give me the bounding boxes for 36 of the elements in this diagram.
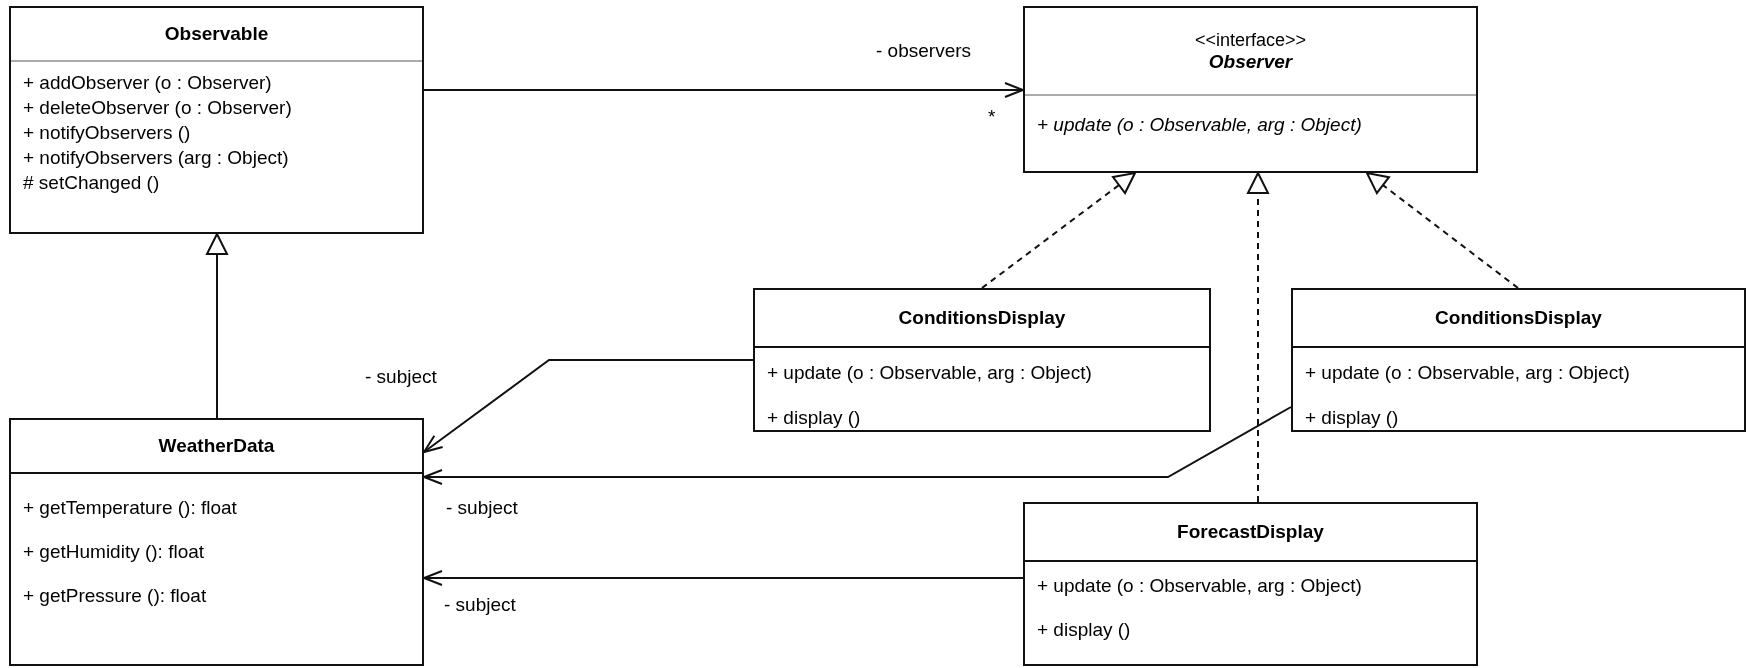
arrow (423, 359, 754, 453)
arrow (206, 233, 228, 419)
class-box (753, 288, 1211, 432)
realization-arrow (1247, 172, 1269, 503)
method-text: + getPressure (): float (23, 584, 208, 608)
arrow (423, 570, 1024, 586)
method-text: + update (o : Observable, arg : Object) (1305, 361, 1631, 385)
method-text: # setChanged () (23, 171, 161, 195)
method-text: + getTemperature (): float (23, 496, 238, 520)
class-name: Observable (164, 23, 269, 45)
method-text: + addObserver (o : Observer) (23, 71, 273, 95)
method-text: + notifyObservers () (23, 121, 192, 145)
arrow (423, 82, 1024, 98)
class-name: WeatherData (158, 435, 275, 457)
realization-arrow (981, 172, 1136, 289)
class-box (9, 418, 424, 666)
method-text: + update (o : Observable, arg : Object) (1037, 113, 1363, 137)
method-text: + update (o : Observable, arg : Object) (1037, 574, 1363, 598)
stereotype-text: <<interface>> (1194, 29, 1307, 51)
class-box (9, 6, 424, 234)
class-name: Observer (1208, 50, 1293, 73)
method-text: + notifyObservers (arg : Object) (23, 146, 290, 170)
class-name: ConditionsDisplay (1435, 307, 1602, 329)
arrow (423, 406, 1292, 485)
class-box (1023, 502, 1478, 666)
class-name: ForecastDisplay (1177, 521, 1324, 543)
method-text: + getHumidity (): float (23, 540, 206, 564)
method-text: + display () (1037, 618, 1132, 642)
method-text: + deleteObserver (o : Observer) (23, 96, 293, 120)
class-box (1291, 288, 1746, 432)
realization-arrow (1366, 172, 1519, 289)
class-box (1023, 6, 1478, 173)
method-text: + update (o : Observable, arg : Object) (767, 361, 1093, 385)
class-name: ConditionsDisplay (898, 307, 1066, 329)
method-text: + display () (767, 406, 862, 430)
method-text: + display () (1305, 406, 1400, 430)
